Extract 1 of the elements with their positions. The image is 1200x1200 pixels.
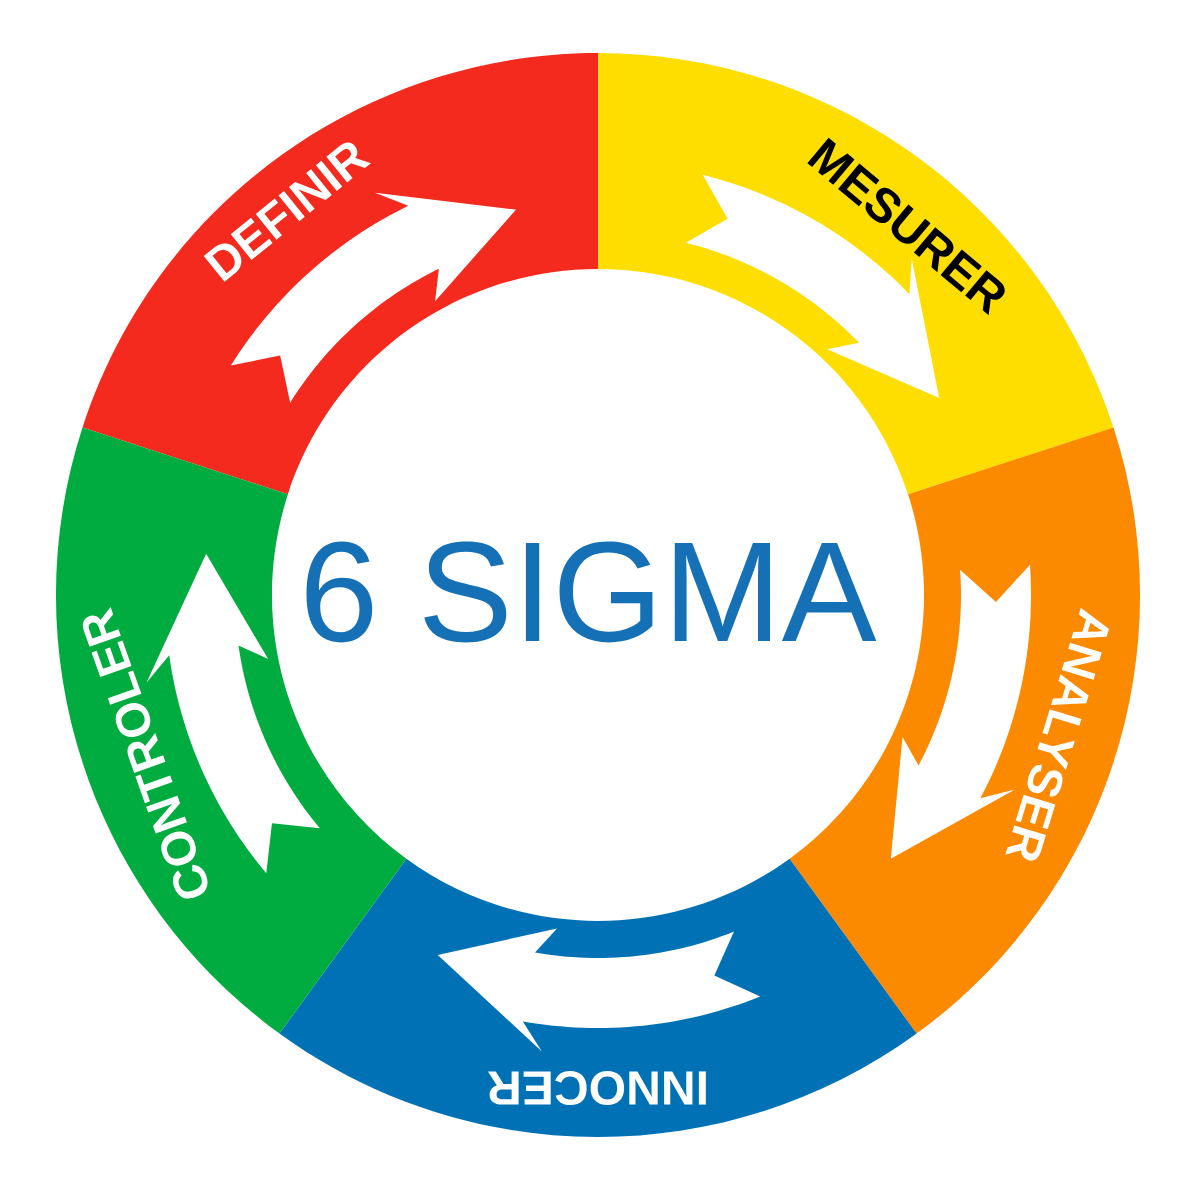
curved-arrow [437, 928, 761, 1052]
